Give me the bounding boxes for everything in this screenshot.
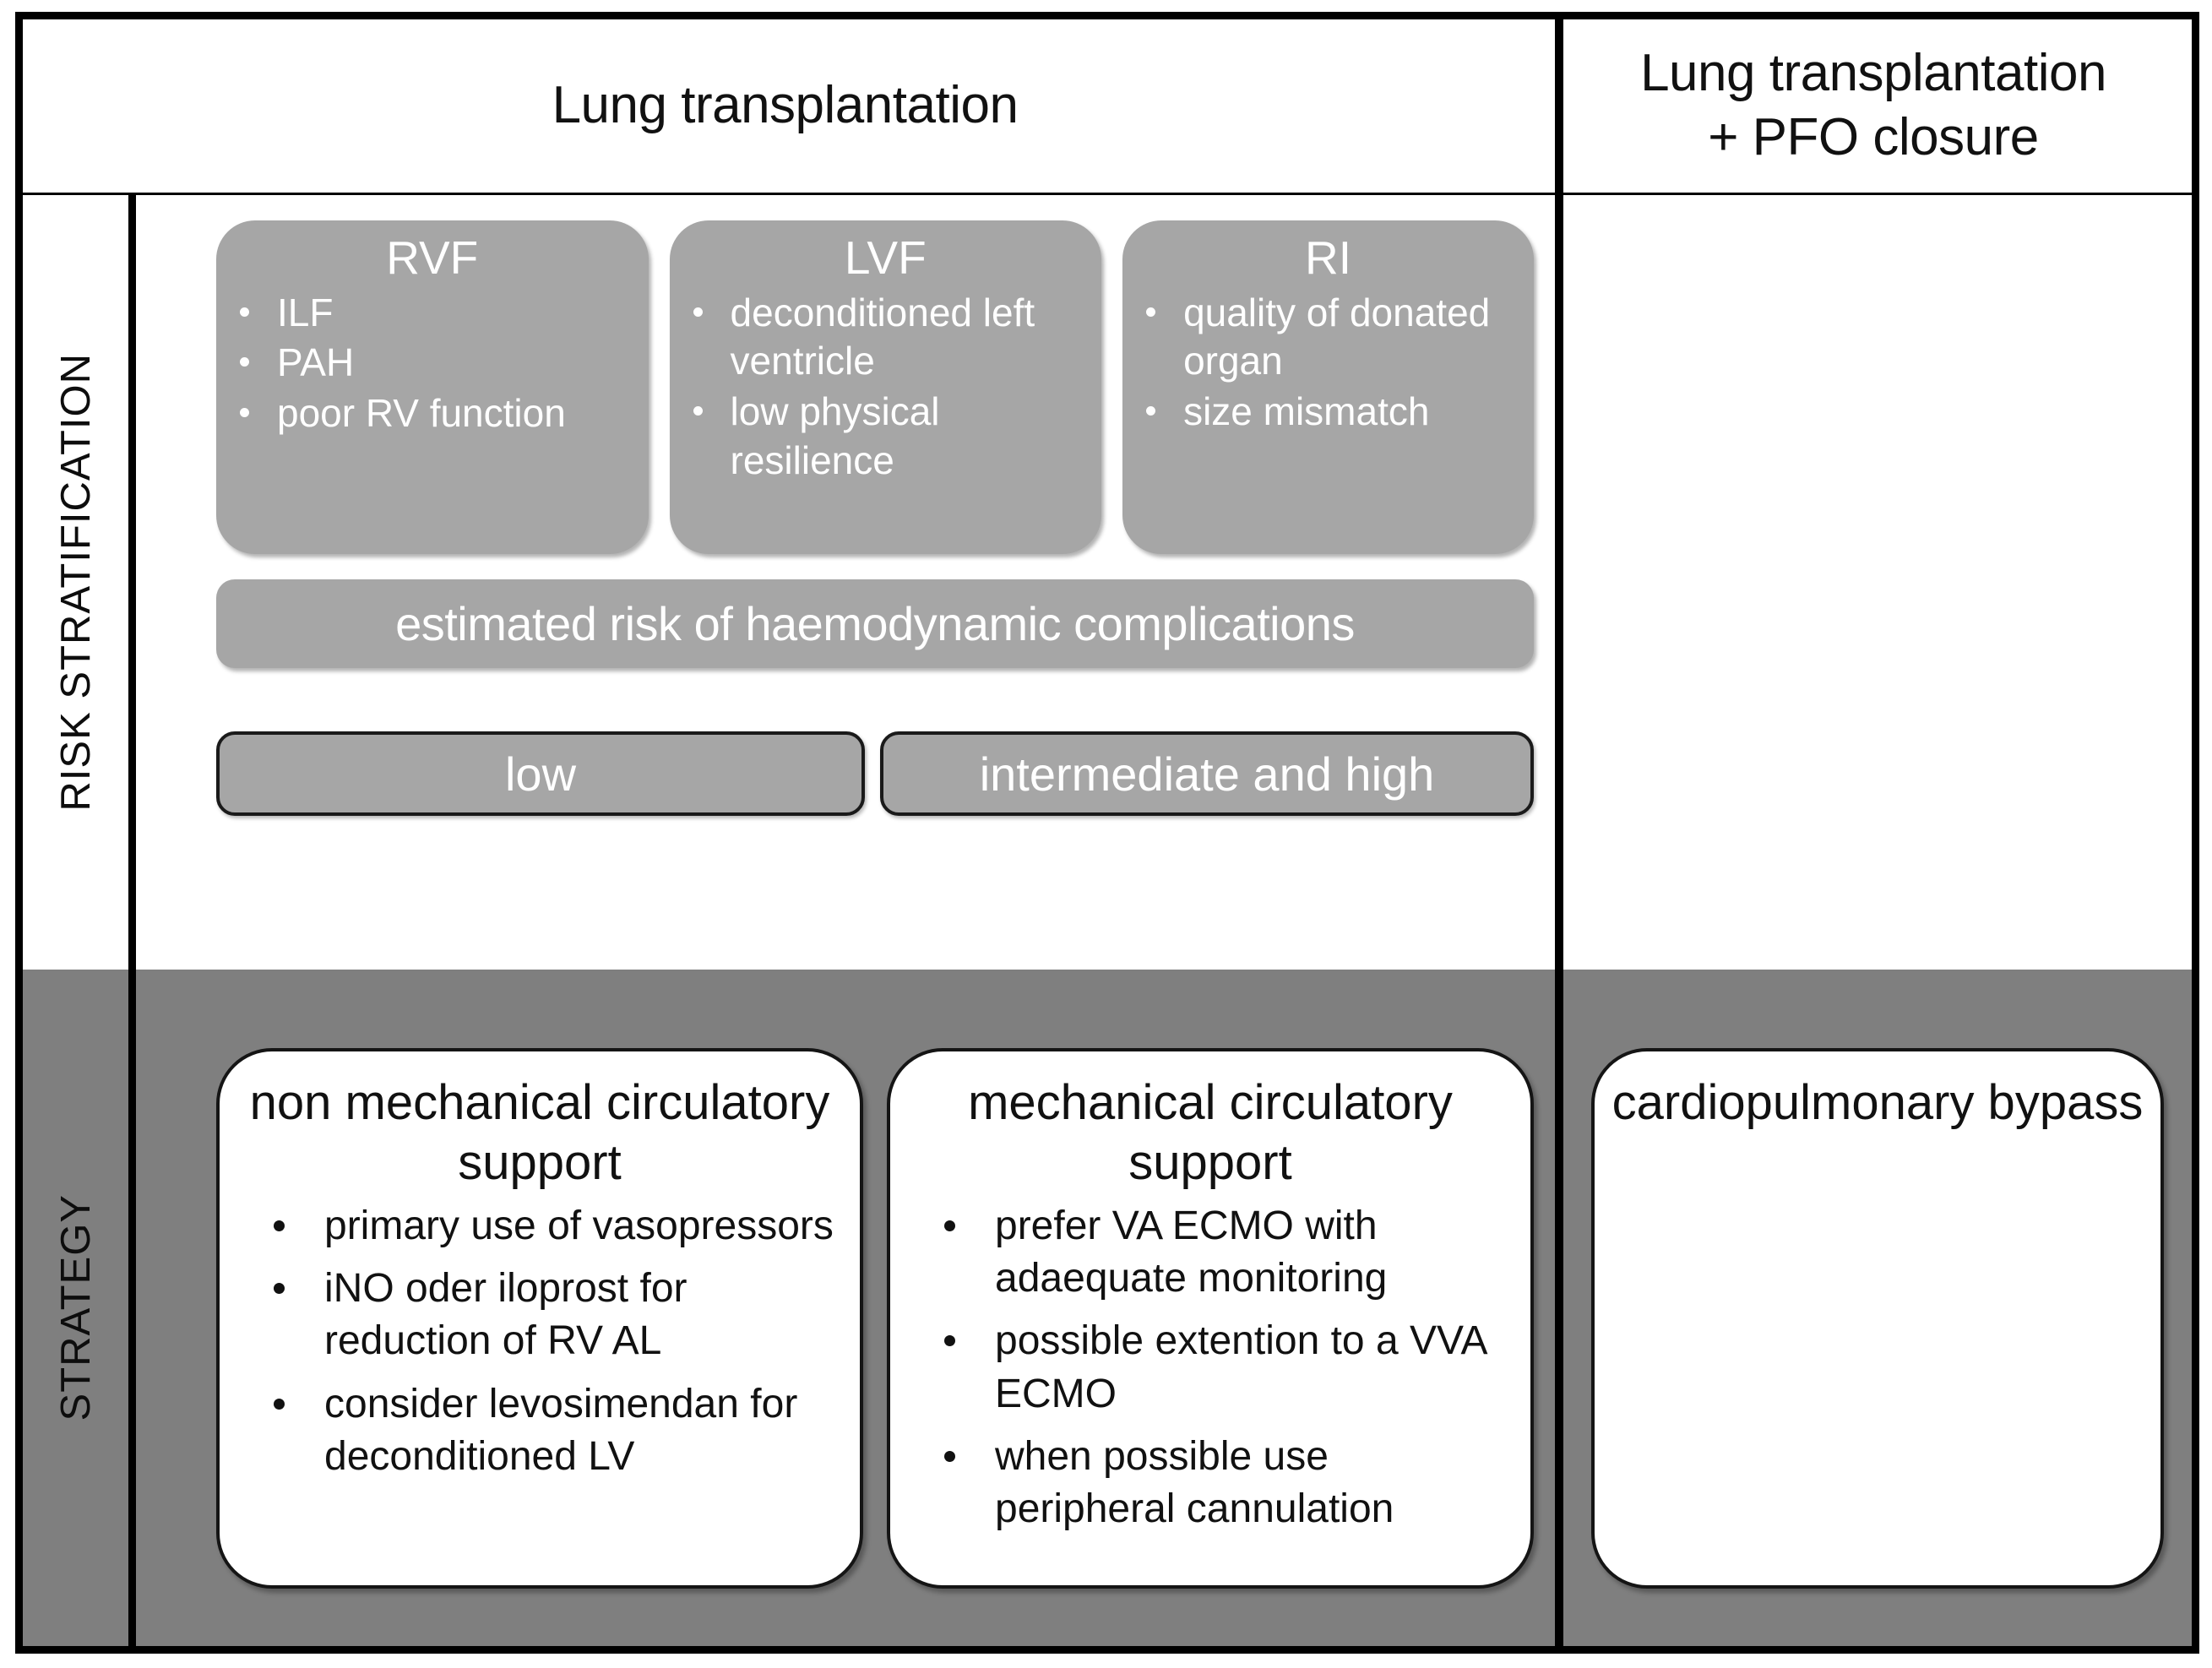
- strategy-card-non-mechanical-list: primary use of vasopressors iNO oder ilo…: [231, 1200, 848, 1484]
- list-item-label: when possible use peripheral cannulation: [995, 1434, 1394, 1532]
- bullet-dot-icon: [274, 1282, 285, 1294]
- risk-card-ri-title: RI: [1305, 231, 1352, 284]
- list-item: PAH: [240, 339, 640, 388]
- risk-card-rvf-list: ILF PAH poor RV function: [225, 289, 640, 439]
- header-lung-transplantation-pfo-closure: Lung transplantation + PFO closure: [1640, 43, 2106, 166]
- list-item: quality of donated organ: [1146, 289, 1525, 387]
- risk-card-rvf-title: RVF: [386, 231, 479, 284]
- bullet-dot-icon: [240, 307, 249, 317]
- strategy-card-mechanical: mechanical circulatory support prefer VA…: [887, 1048, 1534, 1589]
- risk-card-lvf-title: LVF: [844, 231, 927, 284]
- risk-card-ri-list: quality of donated organ size mismatch: [1131, 289, 1525, 437]
- list-item: size mismatch: [1146, 388, 1525, 437]
- list-item-label: primary use of vasopressors: [324, 1203, 834, 1248]
- bullet-dot-icon: [274, 1220, 285, 1231]
- risk-card-rvf: RVF ILF PAH poor RV function: [216, 220, 649, 554]
- column-divider: [1555, 19, 1563, 1646]
- list-item: low physical resilience: [693, 388, 1094, 486]
- list-item-label: low physical resilience: [730, 389, 940, 483]
- bullet-dot-icon: [693, 307, 703, 317]
- bullet-dot-icon: [693, 406, 703, 416]
- risk-card-lvf: LVF deconditioned left ventricle low phy…: [669, 220, 1102, 554]
- list-item: iNO oder iloprost for reduction of RV AL: [274, 1263, 848, 1368]
- bullet-dot-icon: [240, 408, 249, 418]
- strategy-card-cardiopulmonary-bypass: cardiopulmonary bypass: [1591, 1048, 2164, 1589]
- list-item-label: size mismatch: [1183, 389, 1430, 434]
- list-item: poor RV function: [240, 389, 640, 438]
- bullet-dot-icon: [1146, 307, 1156, 317]
- list-item: ILF: [240, 289, 640, 338]
- list-item: possible extention to a VVA ECMO: [944, 1315, 1519, 1421]
- list-item-label: iNO oder iloprost for reduction of RV AL: [324, 1265, 688, 1364]
- strategy-card-group: non mechanical circulatory support prima…: [216, 1048, 1534, 1589]
- risk-level-bar-group: low intermediate and high: [216, 731, 1534, 816]
- strategy-card-non-mechanical: non mechanical circulatory support prima…: [216, 1048, 863, 1589]
- bullet-dot-icon: [1146, 406, 1156, 416]
- header-lung-transplantation: Lung transplantation: [552, 75, 1019, 134]
- list-item: prefer VA ECMO with adaequate monitoring: [944, 1200, 1519, 1306]
- list-item: when possible use peripheral cannulation: [944, 1431, 1519, 1536]
- strategy-card-non-mechanical-title: non mechanical circulatory support: [249, 1075, 830, 1190]
- list-item-label: deconditioned left ventricle: [730, 290, 1035, 383]
- row-label-risk-stratification: RISK STRATIFICATION: [23, 195, 136, 970]
- bullet-dot-icon: [944, 1451, 955, 1463]
- bullet-dot-icon: [944, 1335, 955, 1347]
- strategy-right-column: cardiopulmonary bypass: [1563, 970, 2192, 1646]
- risk-card-group: RVF ILF PAH poor RV function LVF decondi…: [216, 220, 1535, 554]
- header-row: Lung transplantation Lung transplantatio…: [23, 19, 2192, 191]
- strategy-body: non mechanical circulatory support prima…: [136, 970, 1555, 1646]
- bullet-dot-icon: [240, 357, 249, 367]
- list-item: consider levosimendan for deconditioned …: [274, 1378, 848, 1484]
- list-item-label: quality of donated organ: [1183, 290, 1491, 383]
- strategy-card-mechanical-title: mechanical circulatory support: [968, 1075, 1453, 1190]
- risk-level-intermediate-high: intermediate and high: [880, 731, 1534, 816]
- bullet-dot-icon: [944, 1220, 955, 1231]
- list-item-label: possible extention to a VVA ECMO: [995, 1318, 1486, 1416]
- list-item: deconditioned left ventricle: [693, 289, 1094, 387]
- list-item-label: ILF: [277, 290, 334, 334]
- estimated-risk-bar: estimated risk of haemodynamic complicat…: [216, 579, 1534, 668]
- list-item-label: prefer VA ECMO with adaequate monitoring: [995, 1203, 1388, 1301]
- list-item-label: poor RV function: [277, 391, 566, 436]
- list-item-label: consider levosimendan for deconditioned …: [324, 1381, 798, 1480]
- strategy-card-mechanical-list: prefer VA ECMO with adaequate monitoring…: [902, 1200, 1519, 1536]
- risk-card-ri: RI quality of donated organ size mismatc…: [1122, 220, 1535, 554]
- risk-right-column-empty: [1563, 195, 2192, 970]
- row-label-risk-text: RISK STRATIFICATION: [52, 353, 99, 812]
- risk-level-low: low: [216, 731, 865, 816]
- row-label-strategy-text: STRATEGY: [52, 1194, 99, 1421]
- list-item-label: PAH: [277, 340, 355, 385]
- strategy-card-cardiopulmonary-bypass-title: cardiopulmonary bypass: [1611, 1075, 2144, 1130]
- bullet-dot-icon: [274, 1398, 285, 1410]
- risk-stratification-body: RVF ILF PAH poor RV function LVF decondi…: [136, 195, 1555, 970]
- row-label-strategy: STRATEGY: [23, 970, 136, 1646]
- header-divider-rule: [23, 193, 2192, 195]
- list-item: primary use of vasopressors: [274, 1200, 848, 1252]
- risk-card-lvf-list: deconditioned left ventricle low physica…: [678, 289, 1094, 486]
